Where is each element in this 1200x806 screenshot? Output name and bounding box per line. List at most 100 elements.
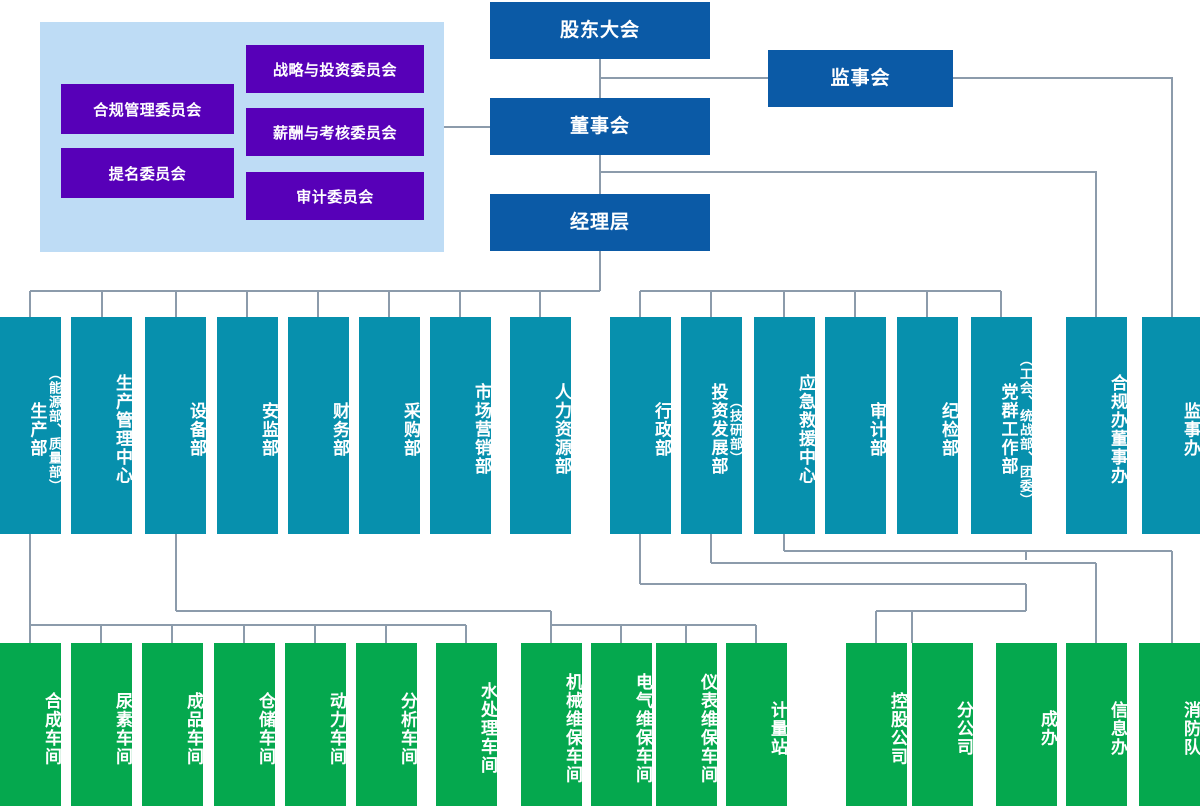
subsidiary-holding-company[interactable]: 控股公司 xyxy=(846,643,907,806)
committee-audit[interactable]: 审计委员会 xyxy=(246,172,424,220)
dept-text-rows: 投资发展部 （技研部） xyxy=(708,325,743,534)
dept-text-rows: 设备部 xyxy=(187,325,206,534)
workshop-label: 成品车间 xyxy=(184,691,203,766)
workshop-text-rows: 尿素车间 xyxy=(113,651,132,806)
dept-main-label: 生产部 xyxy=(27,401,47,458)
dept-main-label: 审计部 xyxy=(867,401,886,458)
dept-main-label: 应急救援中心 xyxy=(796,374,815,485)
dept-human-resources[interactable]: 人力资源部 xyxy=(510,317,571,534)
dept-production-management-center[interactable]: 生产管理中心 xyxy=(71,317,132,534)
workshop-warehousing[interactable]: 仓储车间 xyxy=(214,643,275,806)
workshop-urea[interactable]: 尿素车间 xyxy=(71,643,132,806)
committee-label: 薪酬与考核委员会 xyxy=(272,125,397,142)
workshop-text-rows: 控股公司 xyxy=(888,651,907,806)
workshop-text-rows: 成品车间 xyxy=(184,651,203,806)
workshop-text-rows: 电气维保车间 xyxy=(633,651,652,806)
workshop-analysis[interactable]: 分析车间 xyxy=(356,643,417,806)
dept-text-rows: 生产管理中心 xyxy=(113,325,132,534)
dept-main-label: 投资发展部 xyxy=(708,383,728,476)
workshop-label: 计量站 xyxy=(768,700,787,757)
dept-main-label: 采购部 xyxy=(401,401,420,458)
dept-supervisors-office[interactable]: 监事办 xyxy=(1142,317,1200,534)
dept-text-rows: 应急救援中心 xyxy=(796,325,815,534)
committee-compliance-management[interactable]: 合规管理委员会 xyxy=(61,84,234,134)
subsidiary-branch-company[interactable]: 分公司 xyxy=(912,643,973,806)
node-label: 经理层 xyxy=(569,211,630,233)
workshop-text-rows: 信息办 xyxy=(1108,651,1127,806)
workshop-label: 消防队 xyxy=(1181,700,1200,757)
workshop-text-rows: 消防队 xyxy=(1181,651,1200,806)
workshop-label: 成办 xyxy=(1038,710,1057,747)
workshop-text-rows: 分析车间 xyxy=(398,651,417,806)
workshop-text-rows: 机械维保车间 xyxy=(563,651,582,806)
committee-label: 提名委员会 xyxy=(108,166,187,183)
dept-text-rows: 党群工作部 （工会、统战部、团委） xyxy=(998,325,1033,534)
workshop-metering-station[interactable]: 计量站 xyxy=(726,643,787,806)
committee-label: 审计委员会 xyxy=(296,189,374,206)
committee-label: 战略与投资委员会 xyxy=(272,62,397,79)
dept-main-label: 党群工作部 xyxy=(998,383,1018,476)
dept-main-label: 市场营销部 xyxy=(472,383,491,476)
workshop-instrument-maintenance[interactable]: 仪表维保车间 xyxy=(656,643,717,806)
workshop-text-rows: 计量站 xyxy=(768,651,787,806)
dept-text-rows: 市场营销部 xyxy=(472,325,491,534)
workshop-label: 合成车间 xyxy=(42,691,61,766)
node-shareholders-meeting[interactable]: 股东大会 xyxy=(490,2,710,59)
node-board-of-supervisors[interactable]: 监事会 xyxy=(768,50,953,107)
committee-nomination[interactable]: 提名委员会 xyxy=(61,148,234,198)
dept-text-rows: 合规办董事办 xyxy=(1108,325,1127,534)
dept-audit[interactable]: 审计部 xyxy=(825,317,886,534)
dept-compliance-board-office[interactable]: 合规办董事办 xyxy=(1066,317,1127,534)
workshop-text-rows: 仓储车间 xyxy=(256,651,275,806)
node-label: 董事会 xyxy=(569,115,630,137)
dept-equipment[interactable]: 设备部 xyxy=(145,317,206,534)
workshop-water-treatment[interactable]: 水处理车间 xyxy=(436,643,497,806)
dept-procurement[interactable]: 采购部 xyxy=(359,317,420,534)
dept-text-rows: 行政部 xyxy=(652,325,671,534)
workshop-label: 分公司 xyxy=(954,700,973,757)
node-management-layer[interactable]: 经理层 xyxy=(490,194,710,251)
office-achievement[interactable]: 成办 xyxy=(996,643,1057,806)
fire-brigade[interactable]: 消防队 xyxy=(1139,643,1200,806)
dept-investment-development[interactable]: 投资发展部 （技研部） xyxy=(681,317,743,534)
workshop-finished-product[interactable]: 成品车间 xyxy=(142,643,203,806)
dept-main-label: 人力资源部 xyxy=(552,383,571,476)
dept-text-rows: 安监部 xyxy=(259,325,278,534)
workshop-text-rows: 仪表维保车间 xyxy=(698,651,717,806)
dept-sub-label: （能源部、质量部） xyxy=(47,366,62,493)
workshop-label: 尿素车间 xyxy=(113,691,132,766)
workshop-text-rows: 动力车间 xyxy=(327,651,346,806)
node-board-of-directors[interactable]: 董事会 xyxy=(490,98,710,155)
dept-finance[interactable]: 财务部 xyxy=(288,317,349,534)
committee-remuneration-appraisal[interactable]: 薪酬与考核委员会 xyxy=(246,108,424,156)
committee-label: 合规管理委员会 xyxy=(93,102,202,119)
workshop-power[interactable]: 动力车间 xyxy=(285,643,346,806)
committee-strategy-investment[interactable]: 战略与投资委员会 xyxy=(246,45,424,93)
dept-main-label: 行政部 xyxy=(652,401,671,458)
dept-text-rows: 人力资源部 xyxy=(552,325,571,534)
node-label: 股东大会 xyxy=(559,19,640,41)
workshop-mechanical-maintenance[interactable]: 机械维保车间 xyxy=(521,643,582,806)
workshop-text-rows: 成办 xyxy=(1038,651,1057,806)
dept-text-rows: 生产部 （能源部、质量部） xyxy=(27,325,62,534)
dept-party-affairs[interactable]: 党群工作部 （工会、统战部、团委） xyxy=(971,317,1033,534)
dept-emergency-rescue-center[interactable]: 应急救援中心 xyxy=(754,317,815,534)
dept-production[interactable]: 生产部 （能源部、质量部） xyxy=(0,317,62,534)
dept-main-label: 安监部 xyxy=(259,401,278,458)
dept-discipline-inspection[interactable]: 纪检部 xyxy=(897,317,958,534)
workshop-label: 仪表维保车间 xyxy=(698,673,717,784)
dept-administration[interactable]: 行政部 xyxy=(610,317,671,534)
dept-safety-supervision[interactable]: 安监部 xyxy=(217,317,278,534)
dept-text-rows: 财务部 xyxy=(330,325,349,534)
workshop-synthesis[interactable]: 合成车间 xyxy=(0,643,61,806)
dept-marketing[interactable]: 市场营销部 xyxy=(430,317,491,534)
workshop-label: 水处理车间 xyxy=(478,682,497,775)
workshop-electrical-maintenance[interactable]: 电气维保车间 xyxy=(591,643,652,806)
dept-main-label: 纪检部 xyxy=(939,401,958,458)
workshop-label: 信息办 xyxy=(1108,700,1127,757)
workshop-text-rows: 分公司 xyxy=(954,651,973,806)
office-information[interactable]: 信息办 xyxy=(1066,643,1127,806)
dept-main-label: 设备部 xyxy=(187,401,206,458)
dept-main-label: 合规办董事办 xyxy=(1108,374,1127,485)
dept-sub-label: （工会、统战部、团委） xyxy=(1018,352,1033,507)
